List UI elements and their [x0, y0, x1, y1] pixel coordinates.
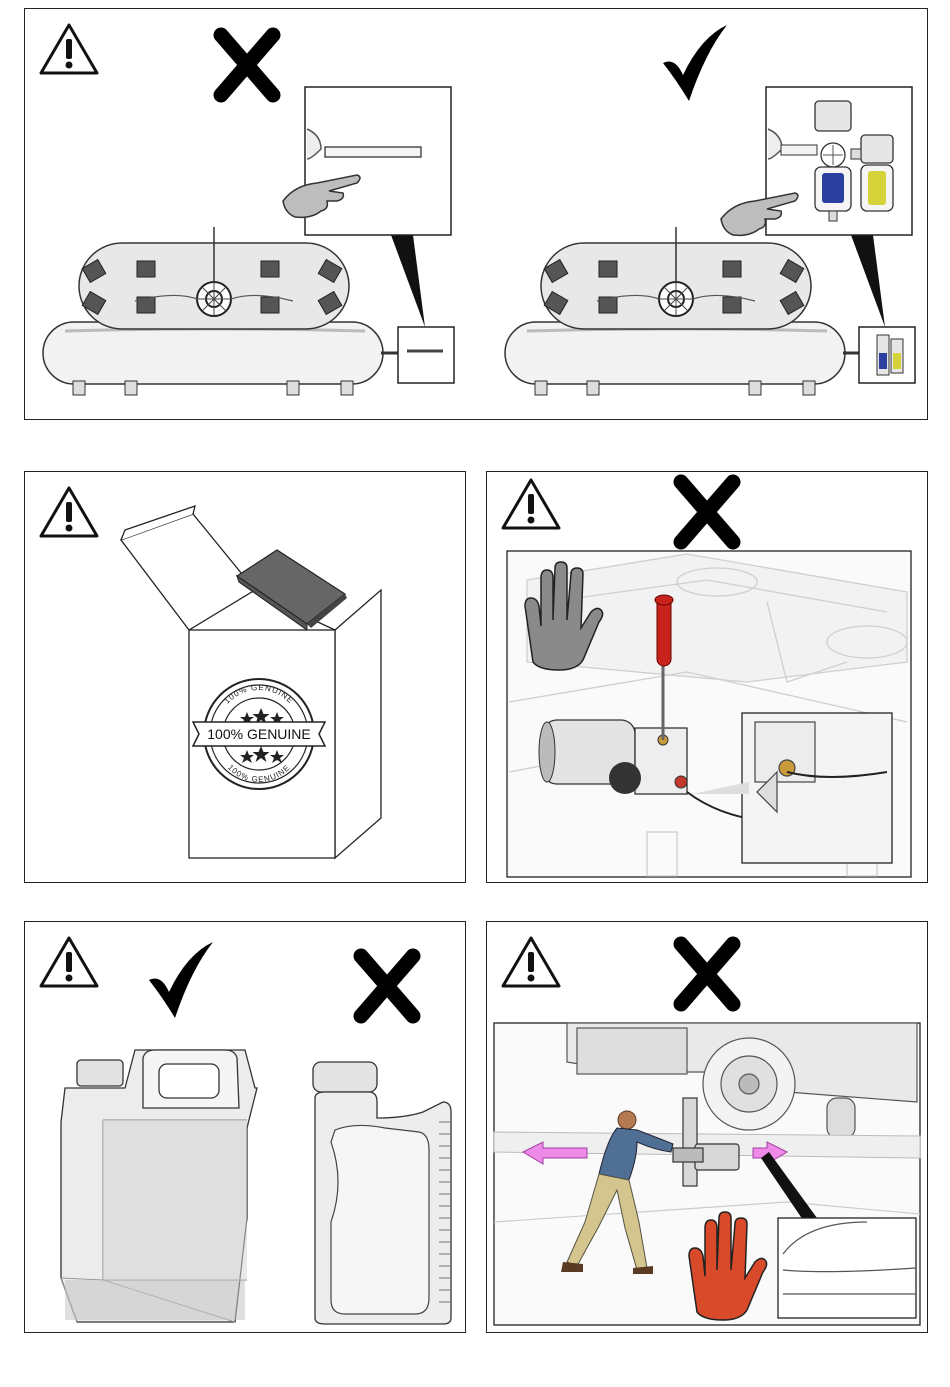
check-icon — [149, 942, 213, 1018]
warning-triangle-icon — [503, 938, 559, 986]
panel-compressor — [24, 8, 928, 420]
cross-icon — [221, 35, 273, 95]
seal-main-text: 100% GENUINE — [207, 726, 310, 742]
cross-icon — [681, 944, 733, 1004]
check-icon — [663, 25, 727, 101]
jerry-can-icon — [61, 1050, 257, 1322]
compressor-right — [505, 227, 863, 395]
panel-oil-containers — [24, 921, 466, 1333]
panel-genuine-parts: 100% GENUINE 100% GENUINE 100% GENUINE — [24, 471, 466, 883]
oil-bottle-icon — [313, 1062, 451, 1324]
panel-lift-person — [486, 921, 928, 1333]
panel-pump-tool — [486, 471, 928, 883]
warning-triangle-icon — [41, 488, 97, 536]
cross-icon — [681, 482, 733, 542]
warning-triangle-icon — [503, 480, 559, 528]
warning-triangle-icon — [41, 938, 97, 986]
cross-icon — [361, 956, 413, 1016]
warning-triangle-icon — [41, 25, 97, 73]
compressor-left — [43, 227, 401, 395]
